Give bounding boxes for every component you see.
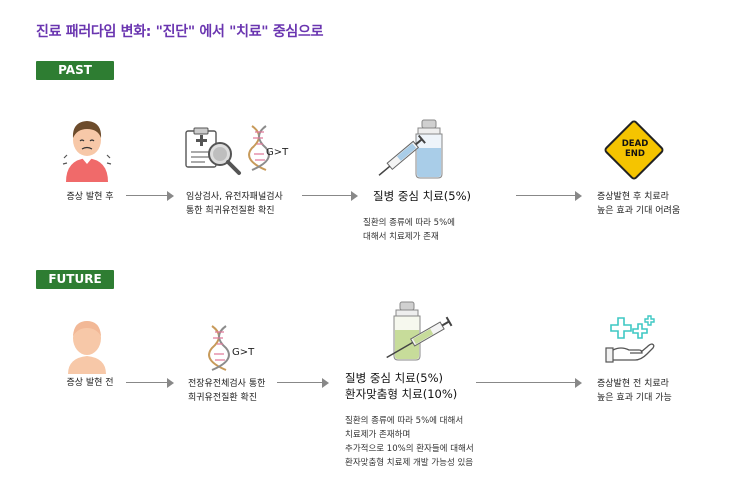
future-step3-line2: 환자맞춤형 치료(10%) [345, 387, 458, 401]
page-title: 진료 패러다임 변화: "진단" 에서 "치료" 중심으로 [36, 24, 324, 40]
future-arrow-3 [476, 378, 582, 388]
past-badge: PAST [36, 61, 114, 80]
future-step2-line1: 전장유전체검사 통한 [188, 379, 266, 389]
dead-end-line1: DEAD [621, 139, 649, 149]
past-step4-line1: 증상발현 후 치료라 [597, 192, 669, 202]
future-step4-line1: 증상발현 전 치료라 [597, 379, 669, 389]
past-step2-line1: 임상검사, 유전자패널검사 [186, 192, 283, 202]
past-step2-line2: 통한 희귀유전질환 확진 [186, 206, 275, 216]
healthy-person-icon [68, 321, 106, 374]
future-note-line1: 질환의 종류에 따라 5%에 대해서 [345, 416, 464, 426]
magnifier-icon [208, 142, 241, 175]
healing-hand-icon [605, 315, 655, 363]
future-step1-label: 증상 발현 전 [66, 378, 114, 388]
past-step1-label: 증상 발현 후 [66, 192, 114, 202]
past-step4-line2: 높은 효과 기대 어려움 [597, 206, 681, 216]
future-dna-label: G>T [232, 347, 255, 358]
future-syringe-vial-icon [386, 301, 453, 361]
future-dna-icon [208, 325, 230, 371]
sick-person-icon [62, 121, 112, 182]
clipboard-icon [185, 127, 217, 168]
dna-icon [248, 125, 270, 171]
past-arrow-1 [126, 191, 174, 201]
future-arrow-2 [277, 378, 329, 388]
dead-end-sign-text: DEAD END [612, 139, 658, 159]
past-note-line1: 질환의 종류에 따라 5%에 [363, 218, 455, 228]
past-arrow-2 [302, 191, 358, 201]
future-arrow-1 [126, 378, 174, 388]
future-step2-line2: 희귀유전질환 확진 [188, 393, 258, 403]
dead-end-line2: END [625, 149, 645, 159]
future-note-line2: 치료제가 존재하며 [345, 430, 411, 440]
future-step3-line1: 질병 중심 치료(5%) [345, 371, 444, 385]
past-dna-label: G>T [266, 147, 289, 158]
future-note-line3: 추가적으로 10%의 환자들에 대해서 [345, 444, 474, 454]
future-badge: FUTURE [36, 270, 114, 289]
syringe-vial-icon [378, 119, 443, 179]
past-note-line2: 대해서 치료제가 존재 [363, 232, 439, 242]
past-step3-label: 질병 중심 치료(5%) [373, 189, 472, 203]
future-note-line4: 환자맞춤형 치료제 개발 가능성 있음 [345, 458, 474, 468]
future-step4-line2: 높은 효과 기대 가능 [597, 393, 672, 403]
past-arrow-3 [516, 191, 582, 201]
